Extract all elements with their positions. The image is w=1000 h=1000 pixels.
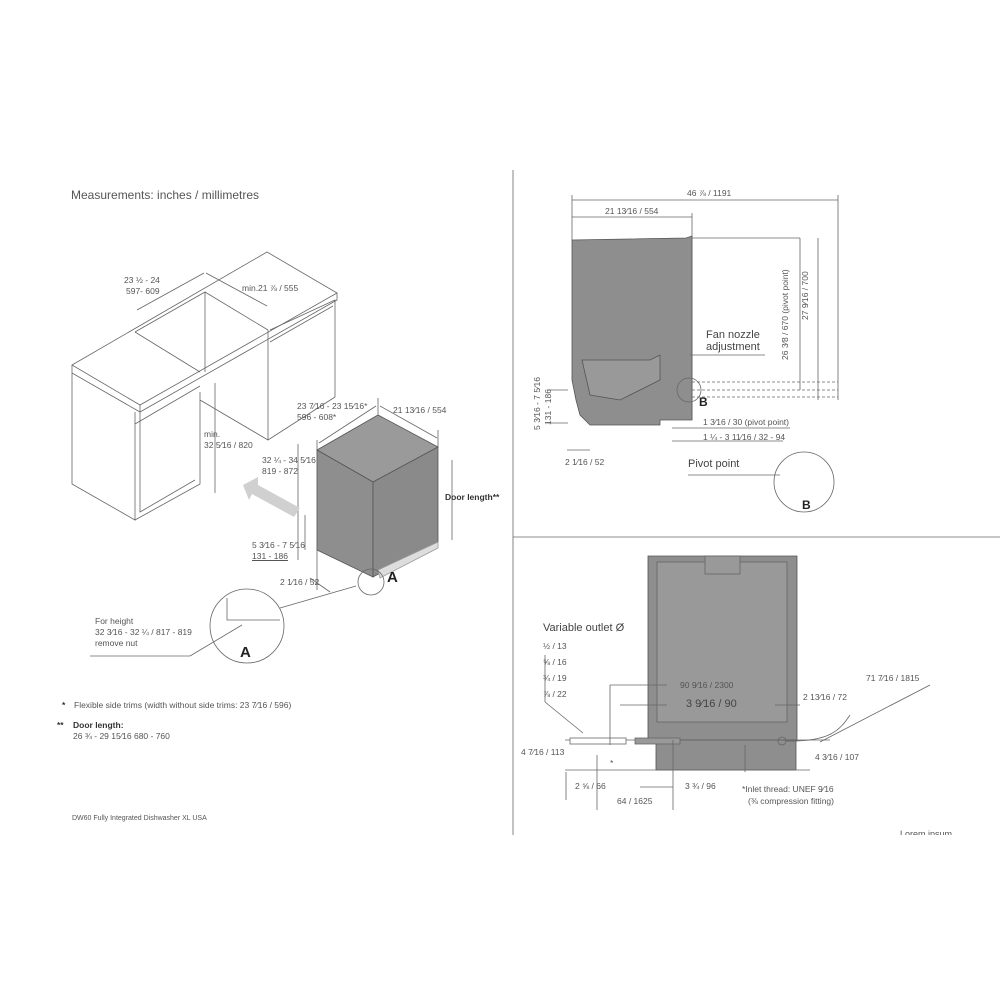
outlet-height: 4 7⁄16 / 113 [521,747,565,757]
fan-nozzle-label-1: Fan nozzle [706,329,760,341]
detail-b-circle [773,451,835,513]
drain-offset: 3 9⁄16 / 90 [686,698,737,710]
appliance-height-mm: 819 - 872 [262,466,298,476]
detail-a-circle [209,588,285,664]
pivot-point-label: Pivot point [688,458,740,470]
footnote-2-value: 26 ¾ - 29 15⁄16 680 - 760 [73,731,170,741]
insert-direction-arrow [243,477,300,517]
detail-a-note-2: 32 3⁄16 - 32 ¼ / 817 - 819 [95,627,192,637]
power-offset: 2 13⁄16 / 72 [803,692,847,702]
cabinet-drawing [71,251,338,521]
inlet-height: 2 ⅝ / 66 [575,781,606,791]
rear-view-drawing [544,555,931,810]
side-depth: 21 13⁄16 / 554 [605,206,659,216]
cabinet-height-label: min. [204,429,221,439]
inlet-offset: 3 ¾ / 96 [685,781,716,791]
outlet-size-3: ¾ / 19 [543,673,567,683]
plinth-height-mm: 131 - 186 [252,551,288,561]
dishwasher-iso-drawing [90,398,453,664]
inlet-note-1: *Inlet thread: UNEF 9⁄16 [742,784,834,794]
footnote-2-title: Door length: [73,720,124,730]
detail-a-marker-label: A [387,569,398,586]
cabinet-width-in: 23 ½ - 24 [124,275,160,285]
total-depth: 46 ⅞ / 1191 [687,188,732,198]
plinth-height-in: 5 3⁄16 - 7 5⁄16 [252,540,305,550]
power-cord-length: 71 7⁄16 / 1815 [866,673,920,683]
cabinet-width-mm: 597- 609 [126,286,160,296]
cabinet-depth: min.21 ⅞ / 555 [242,283,299,293]
inlet-mark: * [610,758,614,768]
side-height: 27 9⁄16 / 700 [800,271,810,320]
detail-a-label: A [240,644,251,661]
power-height: 4 3⁄16 / 107 [815,752,859,762]
door-length-label: Door length** [445,492,500,502]
footnote-2-mark: ** [57,720,64,730]
fan-nozzle-label-2: adjustment [706,341,760,353]
side-view-drawing [547,195,839,513]
pivot-height: 26 3⁄8 / 670 (pivot point) [780,269,790,360]
detail-a-note-1: For height [95,616,134,626]
page-title: Measurements: inches / millimetres [71,188,260,202]
outlet-title: Variable outlet Ø [543,622,625,634]
appliance-height-in: 32 ¼ - 34 5⁄16 [262,455,316,465]
drain-hose-length: 90 9⁄16 / 2300 [680,680,734,690]
appliance-width-mm: 596 - 608* [297,412,337,422]
side-plinth-depth: 2 1⁄16 / 52 [565,457,605,467]
pivot-offset: 1 3⁄16 / 30 (pivot point) [703,417,790,427]
footnote-1: Flexible side trims (width without side … [74,700,292,710]
outlet-size-2: ⅝ / 16 [543,657,567,667]
plinth-depth: 2 1⁄16 / 52 [280,577,320,587]
cut-off-text: Lorem ipsum [900,829,953,835]
inlet-note-2: (⅜ compression fitting) [748,796,834,806]
appliance-depth: 21 13⁄16 / 554 [393,405,447,415]
outlet-size-4: ⅞ / 22 [543,689,567,699]
cabinet-height: 32 5⁄16 / 820 [204,440,253,450]
detail-b-label: B [802,498,811,512]
side-plinth-height-mm: 131 - 186 [543,389,553,425]
door-offset: 1 ¼ - 3 11⁄16 / 32 - 94 [703,432,786,442]
model-name: DW60 Fully Integrated Dishwasher XL USA [72,815,207,822]
detail-a-marker [357,568,385,596]
appliance-width-in: 23 7⁄16 - 23 15⁄16* [297,401,368,411]
detail-b-marker-label: B [699,395,708,409]
side-plinth-height-in: 5 3⁄16 - 7 5⁄16 [532,377,542,430]
inlet-hose-length: 64 / 1625 [617,796,653,806]
detail-a-note-3: remove nut [95,638,138,648]
footnote-1-mark: * [62,700,66,710]
outlet-size-1: ½ / 13 [543,641,567,651]
